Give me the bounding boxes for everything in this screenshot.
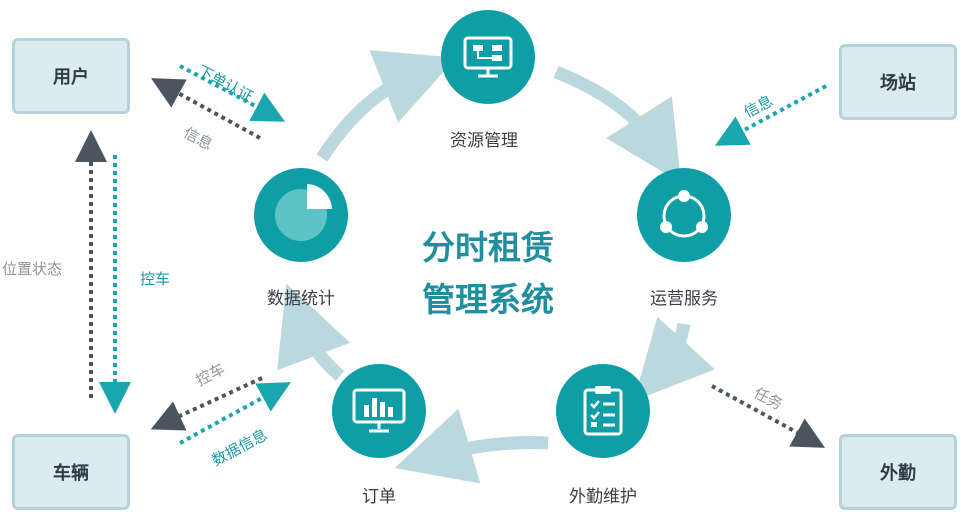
cycle-arrow-resource-to-operation <box>553 65 682 183</box>
annotation-position-status: 位置状态 <box>2 260 63 278</box>
annotation-car-control: 控车 <box>140 270 171 288</box>
field-maintenance-node <box>556 364 650 458</box>
operation-service-node <box>637 168 731 262</box>
entity-field-staff: 外勤 <box>839 434 957 510</box>
cycle-arrow-field-to-order <box>394 408 549 484</box>
cycle-arrow-operation-to-field <box>633 316 716 401</box>
dashed-arrow-user-auth <box>179 64 286 122</box>
share-network-icon <box>660 190 708 238</box>
clipboard-checklist-icon <box>583 386 623 436</box>
resource-mgmt-label: 资源管理 <box>450 131 518 151</box>
system-title: 分时租赁 管理系统 <box>398 222 578 326</box>
dashed-arrow-info-to-user <box>150 78 261 140</box>
pie-chart-icon <box>275 184 332 241</box>
field-maintenance-label: 外勤维护 <box>569 487 637 507</box>
data-statistics-node <box>254 168 348 262</box>
entity-user: 用户 <box>12 38 130 114</box>
entity-vehicle: 车辆 <box>12 434 130 510</box>
resource-mgmt-node <box>441 10 535 104</box>
order-node <box>332 364 426 458</box>
system-title-line1: 分时租赁 <box>422 228 554 267</box>
dashed-arrow-control-vehicle <box>150 376 263 431</box>
cycle-arrow-data-to-resource <box>316 50 457 162</box>
entity-station: 场站 <box>839 44 957 120</box>
order-label: 订单 <box>362 487 396 507</box>
operation-service-label: 运营服务 <box>650 289 718 309</box>
system-title-line2: 管理系统 <box>422 280 554 319</box>
dashed-arrow-station-info <box>714 84 827 146</box>
bar-chart-monitor-icon <box>352 388 406 433</box>
data-statistics-label: 数据统计 <box>267 289 335 309</box>
dashed-arrow-vehicle-data <box>179 382 292 445</box>
resource-monitor-icon <box>463 36 513 78</box>
cycle-arrow-order-to-data <box>277 283 351 381</box>
